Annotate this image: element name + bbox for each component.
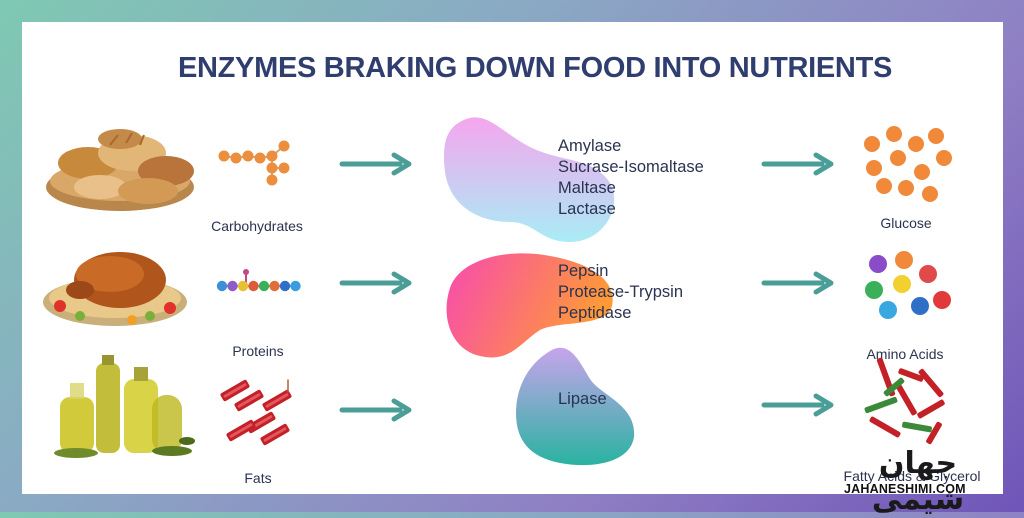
amino-acids-molecules-icon [860,250,950,324]
bead [279,163,290,174]
glucose-sphere [922,186,938,202]
food-label-carbohydrates: Carbohydrates [192,218,322,234]
bead [267,163,278,174]
enzyme-list-proteins: Pepsin Protease-Trypsin Peptidase [558,261,683,324]
amino-bead [280,281,290,291]
enzyme-name: Sucrase-Isomaltase [558,157,704,178]
amino-bead [290,281,300,291]
fatty-acids-sticks-icon [858,368,950,448]
fatty-acid-stick [917,399,946,419]
amino-sphere [869,255,887,273]
enzyme-name: Pepsin [558,261,683,282]
fatty-acid-stick [902,421,933,432]
enzyme-name: Peptidase [558,303,683,324]
bead [279,141,290,152]
arrow-food-to-enzyme-3 [340,399,412,421]
glucose-sphere [914,164,930,180]
fatty-acid-stick [918,368,944,398]
bead [255,153,266,164]
arrow-food-to-enzyme-2 [340,272,412,294]
glucose-sphere [886,126,902,142]
glucose-molecules-icon [860,122,950,204]
bread-basket-illustration [40,115,200,215]
product-label-glucose: Glucose [846,215,966,231]
enzyme-name: Maltase [558,178,704,199]
product-label-amino-acids: Amino Acids [840,346,970,362]
glucose-sphere [866,160,882,176]
arrow-enzyme-to-product-2 [762,272,834,294]
amino-bead [243,269,249,275]
fatty-acid-stick [925,421,942,445]
enzyme-name: Lipase [558,389,607,410]
amino-bead [238,281,248,291]
enzyme-name: Amylase [558,136,704,157]
bead [231,153,242,164]
glucose-sphere [864,136,880,152]
food-label-proteins: Proteins [198,343,318,359]
amino-sphere [879,301,897,319]
glucose-sphere [876,178,892,194]
glucose-sphere [928,128,944,144]
enzyme-name: Protease-Trypsin [558,282,683,303]
carbohydrate-chain-icon [218,138,293,188]
amino-sphere [895,251,913,269]
diagram-title: ENZYMES BRAKING DOWN FOOD INTO NUTRIENTS [0,52,1024,85]
fatty-acid-stick [864,396,898,413]
enzyme-list-fats: Lipase [558,389,607,410]
amino-bead [259,281,269,291]
bead [267,151,278,162]
amino-bead [269,281,279,291]
glucose-sphere [890,150,906,166]
glucose-sphere [908,136,924,152]
food-label-fats: Fats [218,470,298,486]
logo-latin-text: JAHANESHIMI.COM [844,482,966,496]
amino-sphere [919,265,937,283]
bead [243,151,254,162]
glucose-sphere [898,180,914,196]
amino-sphere [911,297,929,315]
fat-molecules-icon [216,378,302,448]
amino-bead [227,281,237,291]
glucose-sphere [936,150,952,166]
amino-bead [248,281,258,291]
arrow-enzyme-to-product-1 [762,153,834,175]
bead [219,151,230,162]
fatty-acid-stick [869,416,901,438]
jahaneshimi-logo: جهان شیمی JAHANESHIMI.COM [838,446,1004,506]
roast-chicken-illustration [40,240,190,330]
enzyme-list-carbohydrates: Amylase Sucrase-Isomaltase Maltase Lacta… [558,136,704,220]
enzyme-name: Lactase [558,199,704,220]
amino-sphere [933,291,951,309]
arrow-enzyme-to-product-3 [762,394,834,416]
amino-sphere [865,281,883,299]
amino-bead [217,281,227,291]
arrow-food-to-enzyme-1 [340,153,412,175]
bead [267,175,278,186]
amino-sphere [893,275,911,293]
olive-oil-bottles-illustration [52,355,197,460]
protein-chain-icon [214,266,304,300]
